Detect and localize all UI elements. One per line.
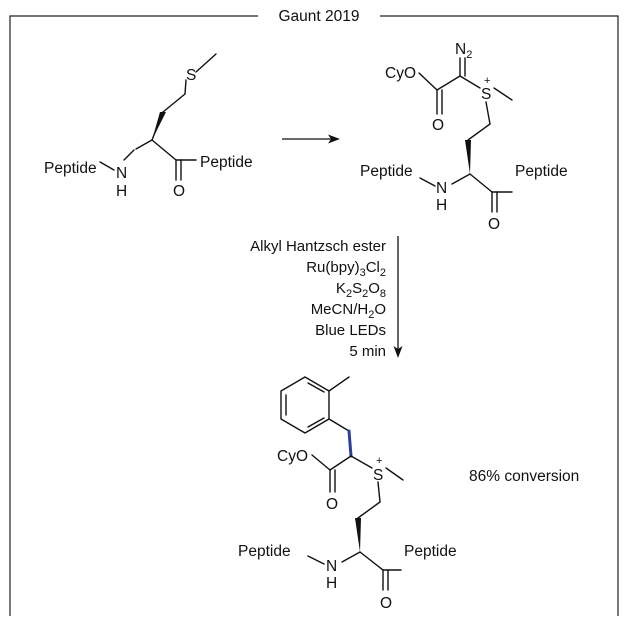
intermediate-cyo-label: CyO <box>385 65 416 82</box>
product-s-charge: + <box>376 455 382 467</box>
intermediate-h-atom: H <box>436 197 447 214</box>
intermediate-peptide-left: Peptide <box>360 163 413 180</box>
product-o-atom: O <box>380 595 392 612</box>
condition-line-5: Blue LEDs <box>315 322 386 339</box>
reactant-o-atom: O <box>173 183 185 200</box>
product-peptide-right: Peptide <box>404 543 457 560</box>
intermediate-ester-o: O <box>432 117 444 134</box>
intermediate-structure <box>418 57 513 213</box>
reactant-s-atom: S <box>186 67 196 84</box>
reactant-peptide-right: Peptide <box>200 154 253 171</box>
reaction-arrow-vertical <box>393 236 403 358</box>
product-n-atom: N <box>326 558 337 575</box>
condition-line-6: 5 min <box>349 343 386 360</box>
product-ester-o: O <box>326 496 338 513</box>
product-s-atom: S <box>373 467 383 484</box>
condition-line-3: K2S2O8 <box>336 280 386 300</box>
condition-line-2: Ru(bpy)3Cl2 <box>306 259 386 279</box>
product-cyo-label: CyO <box>277 448 308 465</box>
intermediate-peptide-right: Peptide <box>515 163 568 180</box>
intermediate-n2-label: N2 <box>455 41 472 61</box>
intermediate-o-atom: O <box>488 216 500 233</box>
intermediate-s-atom: S <box>481 86 491 103</box>
intermediate-s-charge: + <box>484 75 490 87</box>
intermediate-n-atom: N <box>436 180 447 197</box>
product-structure <box>280 376 404 591</box>
conversion-label: 86% conversion <box>469 468 579 485</box>
product-peptide-left: Peptide <box>238 543 291 560</box>
reaction-arrow-horizontal <box>282 134 340 144</box>
scheme-frame <box>9 15 619 616</box>
reactant-peptide-left: Peptide <box>44 160 97 177</box>
reactant-structure <box>99 53 217 181</box>
condition-line-1: Alkyl Hantzsch ester <box>250 238 386 255</box>
reactant-h-atom: H <box>116 183 127 200</box>
condition-line-4: MeCN/H2O <box>311 301 386 321</box>
reactant-n-atom: N <box>116 165 127 182</box>
product-h-atom: H <box>326 575 337 592</box>
scheme-title: Gaunt 2019 <box>278 8 359 25</box>
